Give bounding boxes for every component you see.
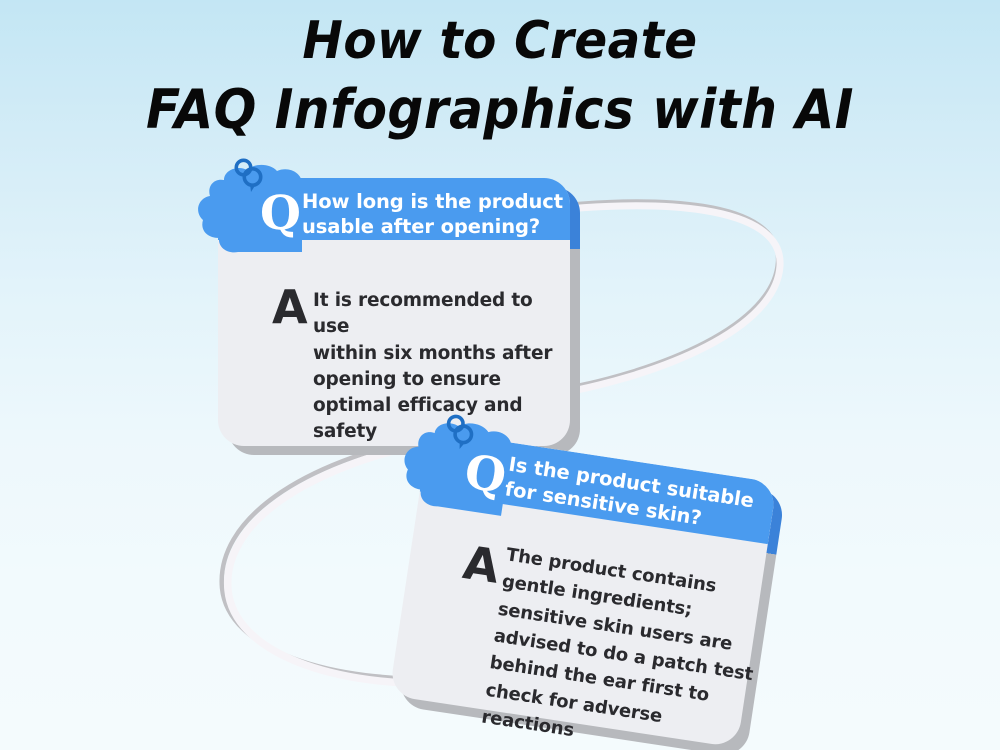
card-1-question-cloud	[194, 164, 326, 268]
card-1-q-marker: Q	[260, 186, 301, 241]
title-line-2: FAQ Infographics with AI	[146, 77, 854, 141]
card-1-a-marker: A	[272, 280, 308, 334]
speech-bubble-icon	[438, 410, 484, 456]
card-2-a-marker: A	[459, 535, 503, 594]
page-title: How to Create FAQ Infographics with AI	[0, 8, 1000, 144]
speech-bubble-icon	[230, 156, 270, 196]
card-1-question-text: How long is the product usable after ope…	[302, 190, 563, 238]
faq-card-1[interactable]: Q How long is the product usable after o…	[198, 158, 580, 455]
faq-card-2[interactable]: Q Is the product suitable for sensitive …	[388, 414, 786, 750]
title-line-1: How to Create	[302, 11, 698, 71]
card-2-q-marker: Q	[461, 444, 510, 505]
